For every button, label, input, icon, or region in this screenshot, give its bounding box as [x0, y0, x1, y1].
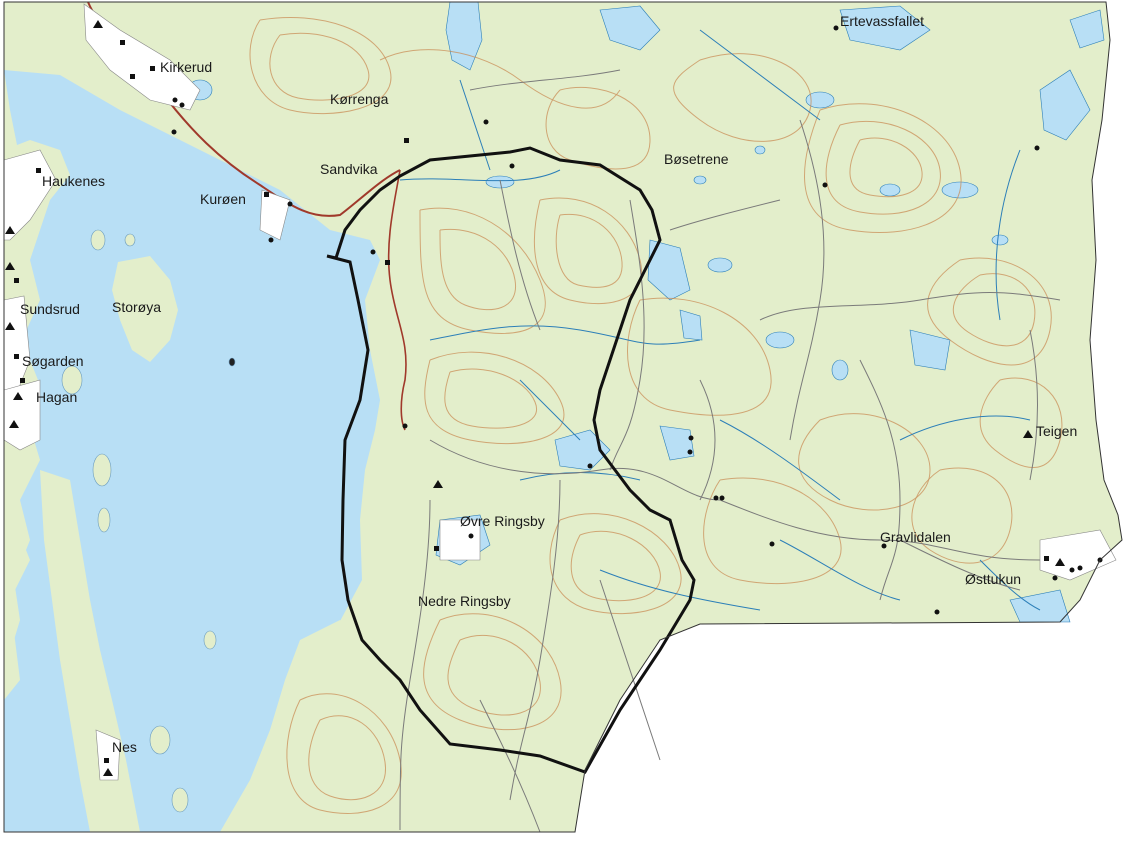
label-storoya: Storøya — [112, 299, 161, 315]
contour-lines — [249, 16, 1063, 814]
label-hagan: Hagan — [36, 389, 77, 405]
label-kuroen: Kurøen — [200, 191, 246, 207]
label-nes: Nes — [112, 739, 137, 755]
urban-areas — [3, 3, 1117, 781]
label-bosetrene: Bøsetrene — [664, 151, 729, 167]
label-haukenes: Haukenes — [42, 173, 105, 189]
label-gravlidalen: Gravlidalen — [880, 529, 951, 545]
streams — [399, 29, 1041, 611]
southern-headland — [220, 620, 585, 832]
label-sundsrud: Sundsrud — [20, 301, 80, 317]
label-nedre-ringsby: Nedre Ringsby — [418, 593, 511, 609]
place-labels: Kirkerud Kørrenga Ertevassfallet Haukene… — [20, 13, 1077, 755]
map-border — [3, 1, 1123, 833]
label-teigen: Teigen — [1036, 423, 1077, 439]
label-kirkerud: Kirkerud — [160, 59, 212, 75]
label-osttukun: Østtukun — [965, 571, 1021, 587]
label-korrenga: Kørrenga — [330, 91, 389, 107]
label-sogarden: Søgarden — [22, 353, 83, 369]
storoya-island — [112, 256, 178, 362]
islets — [61, 229, 236, 813]
western-peninsula — [4, 140, 70, 680]
farm-dot-icons — [171, 25, 1103, 615]
label-sandvika: Sandvika — [320, 161, 378, 177]
triangle-marker-icons — [5, 20, 1065, 776]
area-boundary — [326, 146, 696, 774]
label-ertevassfallet: Ertevassfallet — [840, 13, 924, 29]
label-ovre-ringsby: Øvre Ringsby — [460, 513, 545, 529]
house-icons — [14, 40, 1049, 763]
